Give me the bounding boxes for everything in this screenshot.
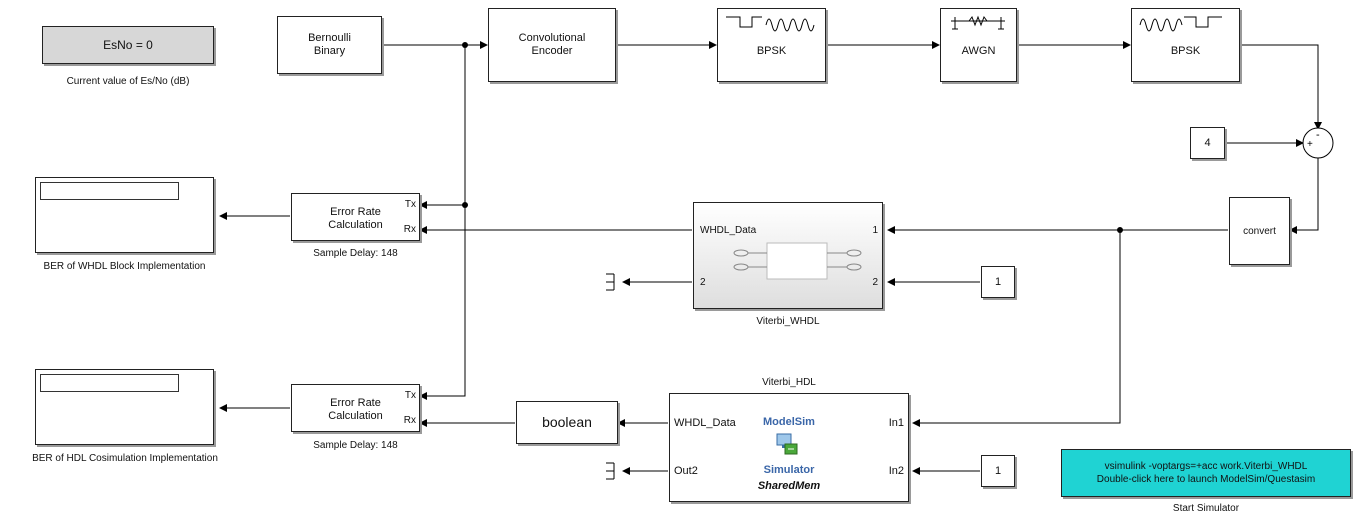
terminator-icon [606, 462, 615, 480]
error-rate-1-caption: Sample Delay: 148 [313, 248, 398, 259]
wire-source-tx2 [419, 45, 466, 400]
sum-block[interactable]: + - [1302, 127, 1336, 161]
convert-block[interactable]: convert [1229, 197, 1290, 265]
constant-4-value: 4 [1204, 136, 1211, 149]
hdl-port-out2: Out2 [674, 465, 698, 477]
modelsim-brand: ModelSim [763, 416, 815, 428]
constant-1-value: 1 [994, 275, 1002, 288]
error-rate-2-label-1: Error Rate [330, 397, 381, 409]
constant-1-block[interactable]: 1 [981, 266, 1015, 298]
sharedmem-mode: SharedMem [757, 480, 821, 492]
convert-label: convert [1243, 225, 1276, 237]
bpsk-demodulator-block[interactable]: BPSK [1131, 8, 1240, 82]
whdl-port-2: 2 [872, 277, 878, 288]
modelsim-computer-icon [776, 433, 798, 455]
simulator-brand: Simulator [763, 464, 815, 476]
hdl-port-in2: In2 [888, 465, 904, 477]
wire-sum-convert [1289, 157, 1319, 234]
awgn-label: AWGN [961, 45, 996, 57]
display-value-box [40, 374, 179, 392]
error-rate-block-1[interactable]: Error Rate Calculation Tx Rx [291, 193, 420, 241]
ber-hdl-display[interactable] [35, 369, 214, 445]
bpsk-demod-label: BPSK [1170, 45, 1201, 57]
error-rate-1-port-rx: Rx [403, 224, 416, 235]
wire-bpsk-sum [1240, 44, 1322, 130]
constant-1-value: 1 [994, 464, 1002, 477]
error-rate-2-port-tx: Tx [404, 390, 416, 401]
terminator-icon [606, 273, 615, 291]
sum-plus: + [1307, 139, 1313, 150]
start-simulator-caption: Start Simulator [1172, 503, 1240, 514]
viterbi-whdl-caption: Viterbi_WHDL [756, 316, 820, 327]
ber-hdl-caption: BER of HDL Cosimulation Implementation [32, 453, 218, 464]
bernoulli-label-1: Bernoulli [308, 32, 351, 44]
constant-1-block[interactable]: 1 [981, 455, 1015, 487]
start-sim-hint: Double-click here to launch ModelSim/Que… [1096, 474, 1316, 485]
viterbi-whdl-block[interactable]: WHDL_Data 2 1 2 [693, 202, 883, 309]
bpsk-modulator-block[interactable]: BPSK [717, 8, 826, 82]
square-to-sine-icon [726, 16, 815, 32]
junction-dot [1117, 227, 1123, 233]
error-rate-2-caption: Sample Delay: 148 [313, 440, 398, 451]
convolutional-encoder-block[interactable]: Convolutional Encoder [488, 8, 616, 82]
subsystem-icon [733, 242, 862, 280]
awgn-channel-block[interactable]: AWGN [940, 8, 1017, 82]
viterbi-hdl-title: Viterbi_HDL [762, 377, 816, 388]
wire-convert-hdl [912, 230, 1121, 427]
bernoulli-label-2: Binary [313, 45, 346, 57]
error-rate-1-port-tx: Tx [404, 199, 416, 210]
error-rate-1-label-2: Calculation [328, 219, 383, 231]
ber-whdl-caption: BER of WHDL Block Implementation [43, 261, 206, 272]
display-value-box [40, 182, 179, 200]
junction-dot [462, 202, 468, 208]
whdl-port-1: 1 [872, 225, 878, 236]
bpsk-mod-label: BPSK [756, 45, 787, 57]
junction-dot [462, 42, 468, 48]
noise-channel-icon [951, 15, 1005, 30]
hdl-port-in1: In1 [888, 417, 904, 429]
viterbi-hdl-cosim-block[interactable]: WHDL_Data Out2 In1 In2 ModelSim Simulato… [669, 393, 909, 502]
esno-text: EsNo = 0 [103, 37, 153, 52]
whdl-port-out2: 2 [700, 277, 706, 288]
hdl-port-in: WHDL_Data [674, 417, 736, 429]
esno-caption: Current value of Es/No (dB) [66, 76, 190, 87]
error-rate-block-2[interactable]: Error Rate Calculation Tx Rx [291, 384, 420, 432]
encoder-label-1: Convolutional [518, 32, 586, 44]
boolean-label: boolean [542, 414, 592, 430]
constant-4-block[interactable]: 4 [1190, 127, 1225, 159]
error-rate-2-label-2: Calculation [328, 410, 383, 422]
whdl-port-in: WHDL_Data [700, 225, 757, 236]
start-sim-command: vsimulink -voptargs=+acc work.Viterbi_WH… [1104, 461, 1308, 472]
error-rate-2-port-rx: Rx [403, 415, 416, 426]
bernoulli-binary-block[interactable]: Bernoulli Binary [277, 16, 382, 74]
encoder-label-2: Encoder [531, 45, 573, 57]
esno-display[interactable]: EsNo = 0 [42, 26, 214, 64]
sine-to-square-icon [1139, 16, 1222, 32]
ber-whdl-display[interactable] [35, 177, 214, 253]
boolean-convert-block[interactable]: boolean [516, 401, 618, 444]
error-rate-1-label-1: Error Rate [330, 206, 381, 218]
sum-minus: - [1316, 129, 1320, 141]
start-simulator-button[interactable]: vsimulink -voptargs=+acc work.Viterbi_WH… [1061, 449, 1351, 497]
